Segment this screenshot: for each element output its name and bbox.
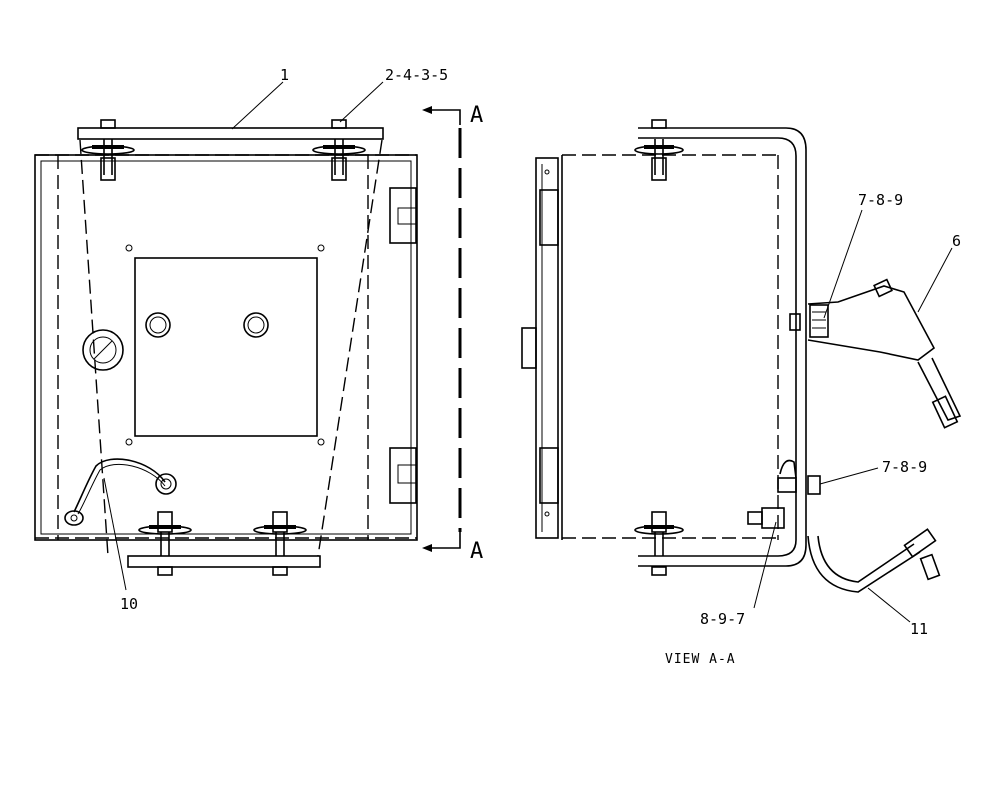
upper-mount-bolt xyxy=(789,313,801,331)
callout-10: 10 xyxy=(120,595,138,613)
callout-11: 11 xyxy=(910,620,928,638)
hole xyxy=(125,438,133,446)
ground-wire-outer xyxy=(77,463,166,515)
middle-bolt-nut xyxy=(807,475,821,495)
bolt-bottom-left xyxy=(138,511,192,576)
section-top-bracket xyxy=(432,109,461,125)
section-label-top: A xyxy=(470,103,483,128)
door-screw xyxy=(544,169,550,175)
upper-mount-block xyxy=(809,304,829,338)
upper-hinge xyxy=(389,187,417,244)
leader-897 xyxy=(753,521,777,609)
leader-6 xyxy=(917,247,953,313)
ground-wire xyxy=(73,458,166,513)
lower-bolt-head xyxy=(747,511,763,525)
leader-789-top xyxy=(823,209,863,319)
bracket-11-inner xyxy=(817,535,915,583)
enclosure-outline xyxy=(34,154,418,541)
section-top-arrow xyxy=(422,106,432,114)
sensor-tip xyxy=(931,395,959,429)
section-bottom-bracket xyxy=(432,532,461,549)
lower-hinge xyxy=(389,447,417,504)
bracket-left-edge xyxy=(79,139,109,557)
ground-terminal-inner xyxy=(160,478,172,490)
sensor-probe xyxy=(917,357,962,421)
ring-terminal xyxy=(64,510,84,526)
front-view xyxy=(34,81,462,591)
sensor-bracket xyxy=(807,285,936,361)
leader-11 xyxy=(867,587,911,623)
bolt-top-left xyxy=(81,119,135,181)
lower-hinge-pin xyxy=(397,464,417,484)
panel-knob-right-inner xyxy=(247,316,265,334)
callout-6: 6 xyxy=(952,232,961,250)
leader-10 xyxy=(103,477,127,591)
callout-7-8-9-mid: 7-8-9 xyxy=(882,458,927,476)
panel-knob-left-inner xyxy=(149,316,167,334)
section-view xyxy=(521,119,962,623)
lock-slot xyxy=(93,340,113,360)
bent-bracket-outer xyxy=(638,127,807,567)
lock-icon xyxy=(82,329,124,371)
door-screw xyxy=(544,511,550,517)
lower-bolt-clamp xyxy=(761,507,785,529)
callout-8-9-7: 8-9-7 xyxy=(700,610,745,628)
upper-hinge-pin xyxy=(397,207,417,225)
panel-knob-left xyxy=(145,312,171,338)
middle-bolt-head xyxy=(777,477,797,493)
lock-inner xyxy=(89,336,117,364)
panel-knob-right xyxy=(243,312,269,338)
view-title: VIEW A-A xyxy=(665,652,736,667)
bracket-11-outer xyxy=(807,535,921,593)
leader-2435 xyxy=(339,81,384,123)
callout-1: 1 xyxy=(280,66,289,84)
side-bolt-bottom xyxy=(634,511,684,576)
hole xyxy=(317,438,325,446)
section-label-bottom: A xyxy=(470,539,483,564)
side-hinge-bottom xyxy=(539,447,559,504)
bent-bracket-inner xyxy=(638,137,797,557)
hole xyxy=(317,244,325,252)
sensor-cap xyxy=(873,278,893,298)
leader-789-mid xyxy=(819,467,879,485)
hole xyxy=(125,244,133,252)
ring-terminal-hole xyxy=(70,514,78,522)
door-latch xyxy=(521,327,537,369)
ground-terminal xyxy=(155,473,177,495)
bottom-mounting-plate xyxy=(127,555,321,568)
enclosure-inner-edge xyxy=(40,160,412,535)
inner-panel xyxy=(134,257,318,437)
section-bottom-arrow xyxy=(422,544,432,552)
side-bolt-top xyxy=(634,119,684,181)
leader-1 xyxy=(231,81,284,130)
bracket-11-bolt xyxy=(919,553,941,581)
bracket-11-end xyxy=(903,528,937,558)
callout-7-8-9-top: 7-8-9 xyxy=(858,191,903,209)
clip xyxy=(779,459,797,479)
side-hinge-top xyxy=(539,189,559,246)
callout-2-4-3-5: 2-4-3-5 xyxy=(385,66,448,84)
bolt-bottom-right xyxy=(253,511,307,576)
top-mounting-plate xyxy=(77,127,384,140)
bracket-right-edge xyxy=(317,139,383,557)
bolt-top-right xyxy=(312,119,366,181)
